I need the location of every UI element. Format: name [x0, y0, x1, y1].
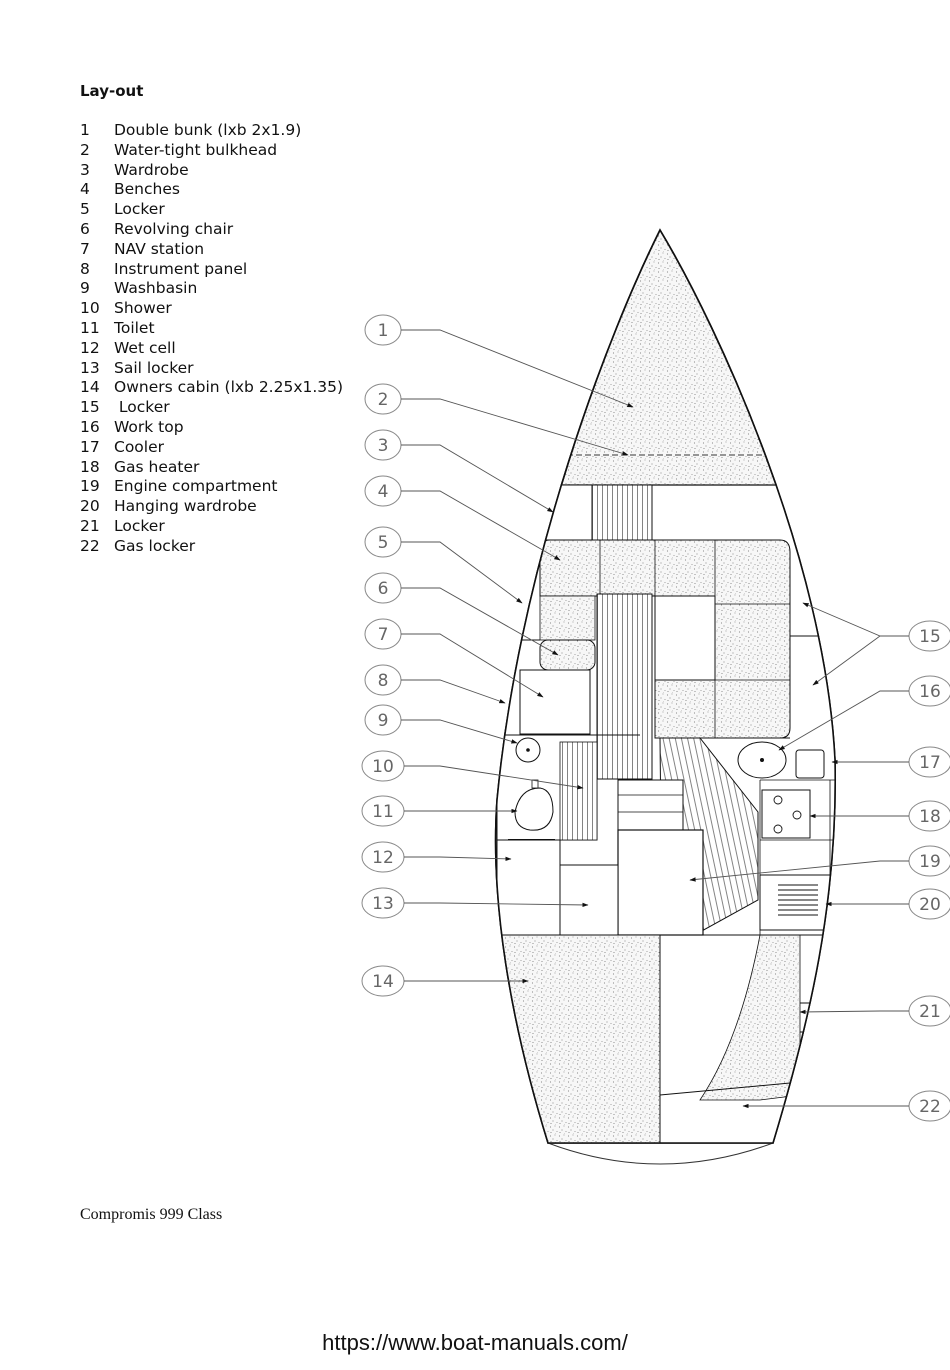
- callout-6: 6: [364, 572, 559, 656]
- svg-text:4: 4: [378, 482, 389, 502]
- callout-12: 12: [361, 841, 512, 873]
- callout-14: 14: [361, 965, 529, 997]
- callout-15: 15: [802, 602, 950, 686]
- callout-2: 2: [364, 383, 629, 456]
- callout-5: 5: [364, 526, 523, 604]
- callout-3: 3: [364, 429, 554, 513]
- callout-13: 13: [361, 887, 589, 919]
- source-url[interactable]: https://www.boat-manuals.com/: [322, 1330, 628, 1355]
- interior: [495, 454, 836, 1143]
- callout-1: 1: [364, 314, 634, 408]
- saloon-table: [654, 595, 716, 681]
- callout-16: 16: [778, 675, 950, 751]
- revolving-chair: [539, 639, 596, 671]
- svg-text:22: 22: [919, 1097, 941, 1117]
- left-callouts: 1 2 3 4 5: [361, 314, 634, 997]
- svg-text:14: 14: [372, 972, 394, 992]
- svg-text:2: 2: [378, 390, 389, 410]
- svg-text:3: 3: [378, 436, 389, 456]
- svg-text:12: 12: [372, 848, 394, 868]
- callout-18: 18: [809, 800, 950, 832]
- callout-8: 8: [364, 664, 506, 704]
- callout-20: 20: [825, 888, 950, 920]
- callout-17: 17: [831, 746, 950, 778]
- svg-text:15: 15: [919, 627, 941, 647]
- svg-text:9: 9: [378, 711, 389, 731]
- callout-21: 21: [799, 995, 950, 1027]
- companionway-steps: [617, 779, 684, 831]
- svg-text:17: 17: [919, 753, 941, 773]
- svg-text:21: 21: [919, 1002, 941, 1022]
- svg-text:18: 18: [919, 807, 941, 827]
- engine-compartment: [617, 829, 704, 936]
- legend-item: 15 Locker: [80, 398, 170, 417]
- callout-10: 10: [361, 750, 584, 790]
- svg-text:16: 16: [919, 682, 941, 702]
- aft-starboard-berth: [699, 934, 801, 1101]
- shower-floor: [559, 741, 598, 841]
- svg-text:8: 8: [378, 671, 389, 691]
- hanging-wardrobe: [759, 874, 831, 931]
- callout-11: 11: [361, 795, 518, 827]
- callout-4: 4: [364, 475, 561, 561]
- gas-burners: [773, 795, 802, 834]
- svg-text:11: 11: [372, 802, 394, 822]
- basin-tap-icon: [526, 748, 530, 752]
- transom-arc: [547, 1142, 774, 1165]
- callout-9: 9: [364, 704, 518, 744]
- wardrobe: [529, 484, 593, 541]
- page-title: Lay-out: [80, 82, 144, 100]
- sail-locker: [559, 864, 619, 936]
- right-callouts: 15 16 17 18 19: [689, 602, 950, 1122]
- owners-cabin-berth: [495, 935, 660, 1143]
- benches: [539, 539, 791, 739]
- tap-icon: [760, 758, 764, 762]
- document-caption: Compromis 999 Class: [80, 1206, 223, 1223]
- svg-text:6: 6: [378, 579, 389, 599]
- svg-text:7: 7: [378, 625, 389, 645]
- svg-text:19: 19: [919, 852, 941, 872]
- svg-text:5: 5: [378, 533, 389, 553]
- nav-station: [519, 669, 591, 735]
- svg-text:20: 20: [919, 895, 941, 915]
- callout-7: 7: [364, 618, 544, 698]
- gas-heater: [761, 789, 811, 839]
- svg-text:10: 10: [372, 757, 394, 777]
- callout-22: 22: [742, 1090, 950, 1122]
- svg-text:1: 1: [378, 321, 389, 341]
- cooler: [795, 749, 825, 779]
- callout-19: 19: [689, 845, 950, 882]
- svg-text:13: 13: [372, 894, 394, 914]
- toilet: [514, 787, 554, 831]
